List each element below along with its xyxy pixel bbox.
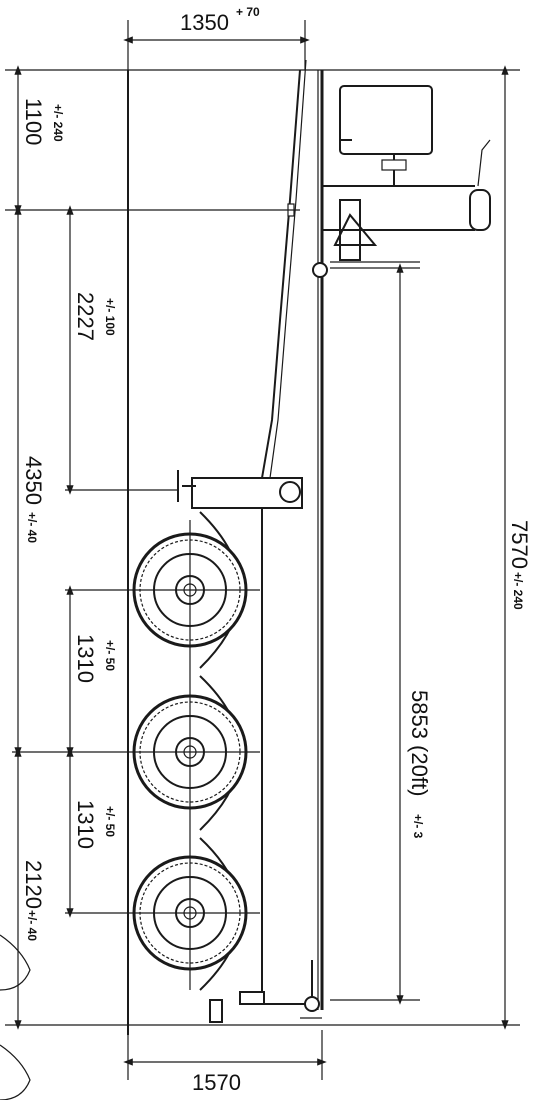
label-bottom-width-value: 1570 xyxy=(192,1070,241,1095)
label-kingpin-axle-value: 4350 xyxy=(21,456,46,505)
chassis-beam xyxy=(261,69,301,1000)
kingpin-icon xyxy=(312,262,328,278)
handle xyxy=(477,139,491,187)
rear-tank xyxy=(469,189,491,231)
label-kingpin-leg-value: 2227 xyxy=(73,292,98,341)
bumper-hinge xyxy=(304,996,320,1012)
label-axle-spacing-2-value: 1310 xyxy=(73,800,98,849)
label-front-overhang-tolerance: +/- 240 xyxy=(51,104,65,142)
label-deck-length-value: 5853 (20ft) xyxy=(407,690,432,796)
label-kingpin-axle: 4350 +/- 40 xyxy=(21,456,46,543)
label-top-width-tolerance: + 70 xyxy=(236,5,260,19)
label-top-width-value: 1350 xyxy=(180,10,229,35)
label-front-overhang-value: 1100 xyxy=(21,98,46,145)
label-overall-length-tolerance: +/- 240 xyxy=(511,572,525,610)
label-axle-spacing-1: 1310 +/- 50 xyxy=(73,634,117,683)
label-kingpin-axle-tolerance: +/- 40 xyxy=(25,512,39,543)
label-axle-spacing-1-value: 1310 xyxy=(73,634,98,683)
coupling-cone xyxy=(333,213,378,246)
page-edge-curve-2 xyxy=(0,1044,31,1100)
label-rear-overhang: 2120 +/- 40 xyxy=(21,860,46,941)
label-rear-overhang-tolerance: +/- 40 xyxy=(25,910,39,941)
label-kingpin-leg: 2227 +/- 100 xyxy=(73,292,117,341)
rear-light xyxy=(209,999,223,1023)
label-axle-spacing-2: 1310 +/- 50 xyxy=(73,800,117,849)
tank-bracket xyxy=(339,110,352,141)
label-deck-length-tolerance: +/- 3 xyxy=(411,814,425,839)
label-rear-overhang-value: 2120 xyxy=(21,860,46,909)
rear-lamp-box xyxy=(239,991,265,1005)
label-axle-spacing-1-tolerance: +/- 50 xyxy=(103,640,117,671)
page-edge-curve-1 xyxy=(0,934,31,991)
tank-box xyxy=(339,85,433,155)
support-plate xyxy=(381,159,407,171)
coupling-block xyxy=(339,199,361,261)
label-axle-spacing-2-tolerance: +/- 50 xyxy=(103,806,117,837)
rear-bumper xyxy=(262,960,313,1005)
label-deck-length: 5853 (20ft) +/- 3 xyxy=(407,690,432,839)
label-overall-length: 7570 +/- 240 xyxy=(507,520,532,610)
label-front-overhang: 1100 +/- 240 xyxy=(21,98,65,145)
chassis-beam-upper xyxy=(269,59,307,479)
label-kingpin-leg-tolerance: +/- 100 xyxy=(103,298,117,336)
label-overall-length-value: 7570 xyxy=(507,520,532,569)
landing-leg-wheel xyxy=(279,481,301,503)
